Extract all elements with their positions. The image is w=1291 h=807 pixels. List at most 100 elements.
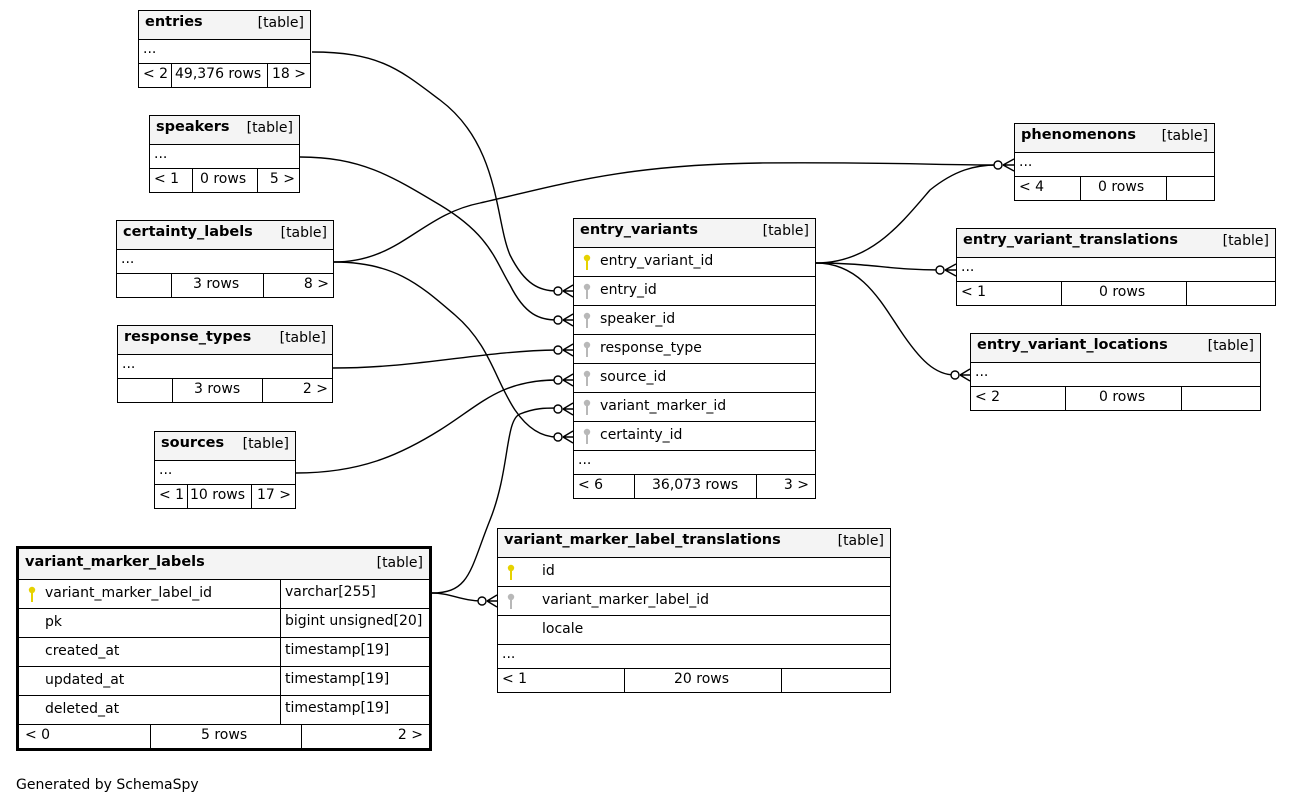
column-name: entry_id [600,282,657,298]
column-type: timestamp[19] [285,642,390,658]
primary-key-icon [28,586,36,602]
column-row[interactable]: source_id [574,364,815,393]
row-count: 0 rows [1098,179,1145,195]
table-footer: 3 rows 2 > [118,379,332,402]
table-footer: < 0 5 rows 2 > [19,725,429,748]
table-type: [table] [280,225,327,241]
table-phenomenons[interactable]: phenomenons [table] ... < 4 0 rows [1014,123,1215,201]
columns-ellipsis: ... [139,40,310,64]
column-row[interactable]: entry_id [574,277,815,306]
column-row[interactable]: certainty_id [574,422,815,451]
row-count: 36,073 rows [652,477,739,493]
column-row[interactable]: variant_marker_label_id [498,587,890,616]
parents-count: 17 > [257,487,291,503]
column-row[interactable]: response_type [574,335,815,364]
table-name: entries [145,14,203,30]
column-name: updated_at [45,672,125,688]
table-header: entries [table] [139,11,310,40]
table-sources[interactable]: sources [table] ... < 1 10 rows 17 > [154,431,296,509]
parents-count: 18 > [272,66,306,82]
column-row[interactable]: locale [498,616,890,645]
row-count: 5 rows [201,727,248,743]
children-count: < 6 [578,477,604,493]
table-entry-variant-translations[interactable]: entry_variant_translations [table] ... <… [956,228,1276,306]
table-footer: < 1 0 rows 5 > [150,169,299,192]
table-variant-marker-label-translations[interactable]: variant_marker_label_translations [table… [497,528,891,693]
column-row[interactable]: updated_at timestamp[19] [19,667,429,696]
children-count: < 2 [143,66,169,82]
column-row[interactable]: pk bigint unsigned[20] [19,609,429,638]
table-header: variant_marker_labels [table] [19,549,429,580]
table-name: response_types [124,329,252,345]
column-row[interactable]: deleted_at timestamp[19] [19,696,429,725]
table-type: [table] [376,555,423,571]
columns-ellipsis: ... [118,355,332,379]
column-row[interactable]: id [498,558,890,587]
relationship-certainty-labels-entry-variants [333,261,558,438]
relationship-entry-variants-locations [815,262,956,376]
children-count: < 1 [502,671,528,687]
table-name: entry_variants [580,222,698,238]
relationship-certainty-labels-phenomenons [333,162,998,263]
column-name: id [542,563,555,579]
columns-ellipsis: ... [155,461,295,485]
relationship-sources-entry-variants [295,379,558,474]
table-footer: < 1 20 rows [498,669,890,692]
column-name: created_at [45,643,120,659]
columns-ellipsis: ... [1015,153,1214,177]
foreign-key-icon [583,341,591,357]
table-header: certainty_labels [table] [117,221,333,250]
column-type: timestamp[19] [285,700,390,716]
column-name: variant_marker_id [600,398,727,414]
relationship-variant-marker-labels-translations [431,592,483,602]
children-count: < 1 [154,171,180,187]
row-count: 3 rows [193,276,240,292]
column-row[interactable]: variant_marker_id [574,393,815,422]
column-name: speaker_id [600,311,676,327]
table-type: [table] [837,533,884,549]
column-row[interactable]: created_at timestamp[19] [19,638,429,667]
columns-ellipsis: ... [150,145,299,169]
row-count: 49,376 rows [175,66,262,82]
table-response-types[interactable]: response_types [table] ... 3 rows 2 > [117,325,333,403]
table-name: variant_marker_labels [25,554,205,570]
table-entries[interactable]: entries [table] ... < 2 49,376 rows 18 > [138,10,311,88]
row-count: 10 rows [190,487,246,503]
foreign-key-icon [583,370,591,386]
table-name: speakers [156,119,230,135]
column-type: bigint unsigned[20] [285,613,423,629]
children-count: < 1 [159,487,185,503]
table-name: entry_variant_translations [963,232,1178,248]
table-type: [table] [762,223,809,239]
table-variant-marker-labels[interactable]: variant_marker_labels [table] variant_ma… [16,546,432,751]
table-header: phenomenons [table] [1015,124,1214,153]
column-row[interactable]: entry_variant_id [574,248,815,277]
table-type: [table] [246,120,293,136]
table-entry-variant-locations[interactable]: entry_variant_locations [table] ... < 2 … [970,333,1261,411]
table-certainty-labels[interactable]: certainty_labels [table] ... 3 rows 8 > [116,220,334,298]
foreign-key-icon [583,399,591,415]
column-name: variant_marker_label_id [45,585,213,601]
table-type: [table] [1161,128,1208,144]
row-count: 0 rows [1099,389,1146,405]
foreign-key-icon [583,428,591,444]
relationship-entry-variants-phenomenons [815,164,998,264]
table-entry-variants[interactable]: entry_variants [table] entry_variant_id … [573,218,816,499]
table-header: entry_variant_translations [table] [957,229,1275,258]
foreign-key-icon [583,312,591,328]
column-row[interactable]: variant_marker_label_id varchar[255] [19,580,429,609]
table-name: sources [161,435,225,451]
table-footer: < 6 36,073 rows 3 > [574,475,815,498]
relationship-speakers-entry-variants [299,156,558,321]
row-count: 0 rows [1099,284,1146,300]
table-name: phenomenons [1021,127,1137,143]
column-type: varchar[255] [285,584,376,600]
table-type: [table] [1207,338,1254,354]
table-speakers[interactable]: speakers [table] ... < 1 0 rows 5 > [149,115,300,193]
column-name: deleted_at [45,701,120,717]
column-row[interactable]: speaker_id [574,306,815,335]
parents-count: 3 > [783,477,809,493]
column-name: certainty_id [600,427,683,443]
table-header: sources [table] [155,432,295,461]
